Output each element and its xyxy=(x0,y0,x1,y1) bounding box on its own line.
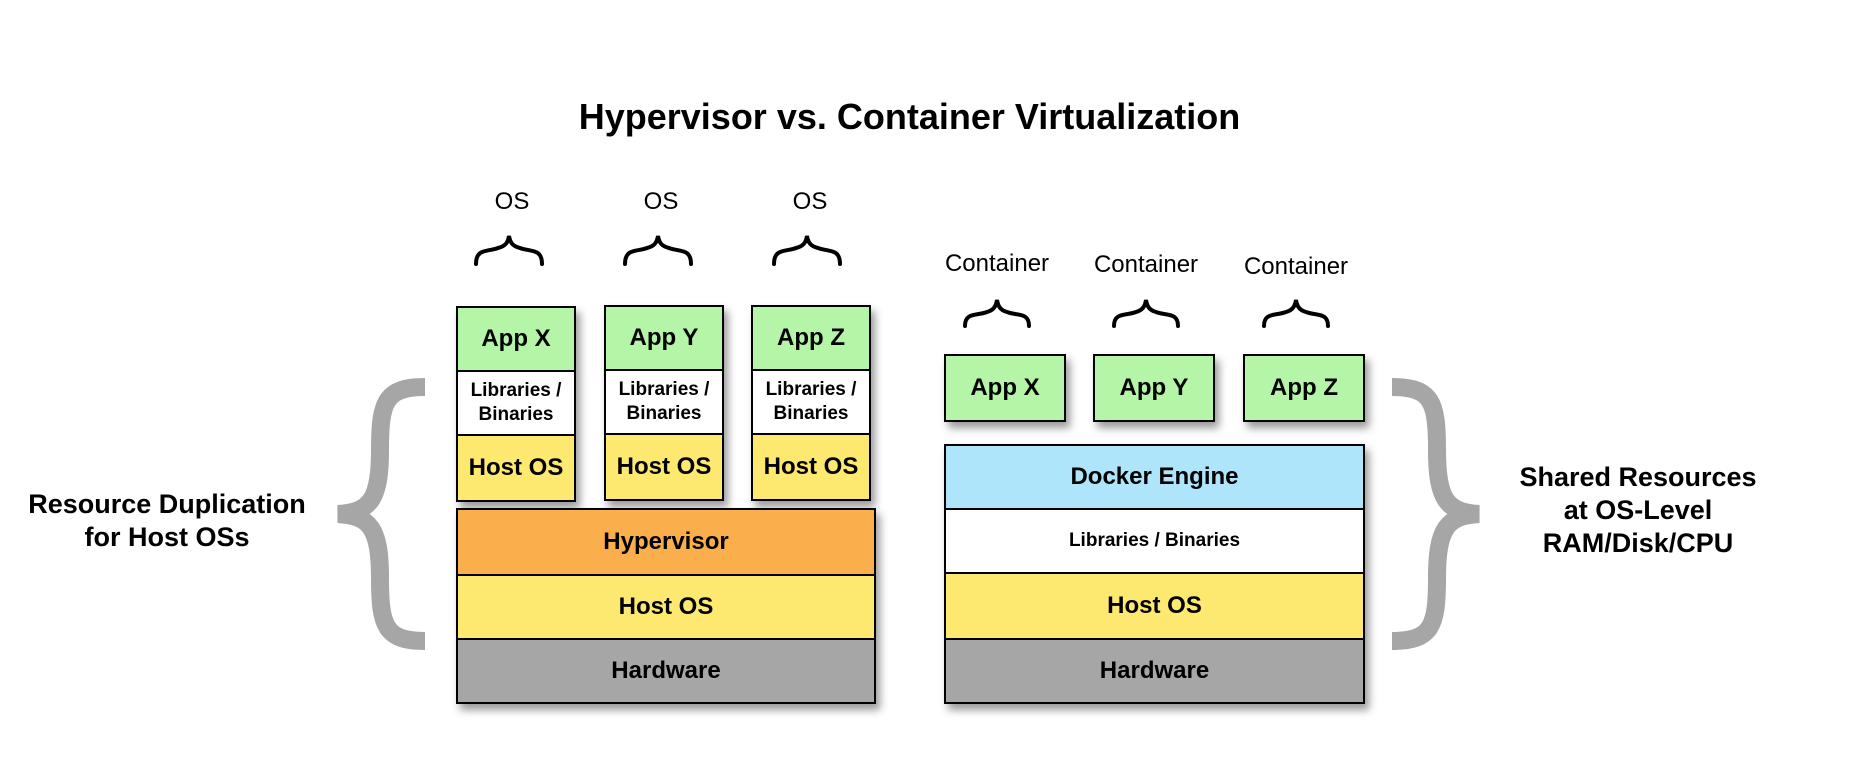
vm-guest-os-box: Host OS xyxy=(456,434,576,502)
vm-guest-os-box: Host OS xyxy=(604,433,724,501)
hypervisor-base-stack: Hypervisor Host OS Hardware xyxy=(456,508,876,704)
vm-libraries-box: Libraries / Binaries xyxy=(604,369,724,435)
vm-app-box: App Y xyxy=(604,305,724,371)
shared-resources-label: Shared Resources at OS-Level RAM/Disk/CP… xyxy=(1519,462,1757,558)
container-label-3: Container xyxy=(1243,253,1349,280)
host-os-box: Host OS xyxy=(944,572,1365,640)
container-app-box: App X xyxy=(944,354,1066,422)
libraries-box: Libraries / Binaries xyxy=(944,508,1365,574)
vm-app-box: App Z xyxy=(751,305,871,371)
container-brace-2 xyxy=(1112,299,1180,328)
hypervisor-box: Hypervisor xyxy=(456,508,876,576)
os-label-3: OS xyxy=(792,188,828,215)
host-os-box: Host OS xyxy=(456,574,876,640)
left-big-brace xyxy=(337,378,426,650)
resource-duplication-label: Resource Duplication for Host OSs xyxy=(28,489,306,552)
hardware-box: Hardware xyxy=(944,638,1365,704)
vm-libraries-box: Libraries / Binaries xyxy=(751,369,871,435)
vm-libraries-box: Libraries / Binaries xyxy=(456,370,576,436)
container-brace-1 xyxy=(963,299,1031,328)
os-label-2: OS xyxy=(643,188,679,215)
container-brace-3 xyxy=(1262,299,1330,328)
vm-guest-os-box: Host OS xyxy=(751,433,871,501)
os-brace-2 xyxy=(623,235,693,266)
vm-column-2: App Y Libraries / Binaries Host OS xyxy=(604,305,724,501)
container-label-2: Container xyxy=(1093,251,1199,278)
os-brace-3 xyxy=(772,235,842,266)
container-base-stack: Docker Engine Libraries / Binaries Host … xyxy=(944,444,1365,704)
vm-column-1: App X Libraries / Binaries Host OS xyxy=(456,306,576,502)
container-app-box: App Z xyxy=(1243,354,1365,422)
hardware-box: Hardware xyxy=(456,638,876,704)
container-app-box: App Y xyxy=(1093,354,1215,422)
right-big-brace xyxy=(1391,378,1480,650)
os-brace-1 xyxy=(474,235,544,266)
docker-engine-box: Docker Engine xyxy=(944,444,1365,510)
container-label-1: Container xyxy=(944,250,1050,277)
os-label-1: OS xyxy=(494,188,530,215)
vm-column-3: App Z Libraries / Binaries Host OS xyxy=(751,305,871,501)
diagram-title: Hypervisor vs. Container Virtualization xyxy=(578,96,1241,137)
vm-app-box: App X xyxy=(456,306,576,372)
